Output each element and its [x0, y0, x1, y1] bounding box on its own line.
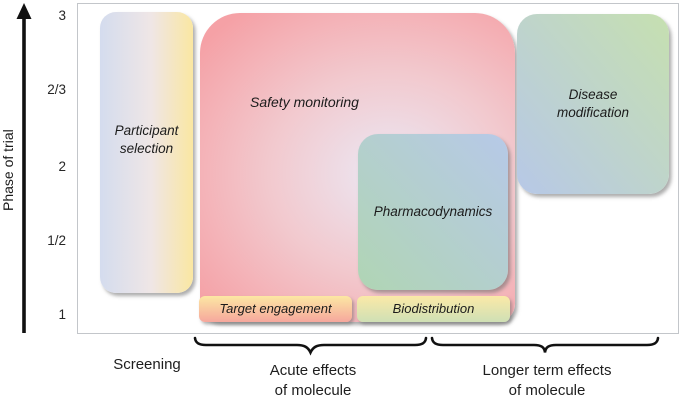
acute-effects-label: Acute effects of molecule: [243, 361, 383, 401]
y-tick-1-2: 1/2: [47, 233, 66, 248]
longer-term-effects-label: Longer term effects of molecule: [457, 361, 637, 401]
y-tick-2: 2: [58, 159, 66, 174]
pharmacodynamics-region: Pharmacodynamics: [358, 134, 508, 290]
disease-modification-label: Disease modification: [557, 86, 629, 122]
biodistribution-bar: Biodistribution: [357, 296, 510, 322]
participant-selection-label: Participant selection: [115, 122, 179, 158]
target-engagement-bar: Target engagement: [199, 296, 352, 322]
longer-line1: Longer term effects: [482, 362, 612, 379]
target-engagement-label: Target engagement: [219, 301, 332, 316]
disease-line1: Disease: [568, 87, 618, 102]
acute-line1: Acute effects: [269, 362, 357, 379]
acute-brace: [193, 336, 428, 356]
curly-braces: [193, 336, 660, 356]
screening-label: Screening: [113, 356, 181, 373]
acute-line2: of molecule: [274, 382, 352, 399]
y-tick-2-3: 2/3: [47, 82, 66, 97]
y-axis-arrow: [16, 3, 32, 333]
disease-modification-region: Disease modification: [517, 14, 669, 194]
y-tick-3: 3: [58, 8, 66, 23]
longer-line2: of molecule: [508, 382, 586, 399]
longer-term-brace: [430, 336, 660, 353]
biodistribution-label: Biodistribution: [392, 301, 475, 316]
participant-line1: Participant: [114, 122, 179, 138]
safety-monitoring-label: Safety monitoring: [250, 94, 359, 110]
y-tick-1: 1: [58, 307, 66, 322]
participant-selection-region: Participant selection: [100, 12, 193, 293]
y-axis-title: Phase of trial: [0, 129, 16, 211]
pharmacodynamics-label: Pharmacodynamics: [373, 204, 493, 219]
disease-line2: modification: [556, 105, 630, 120]
participant-line2: selection: [119, 140, 174, 156]
